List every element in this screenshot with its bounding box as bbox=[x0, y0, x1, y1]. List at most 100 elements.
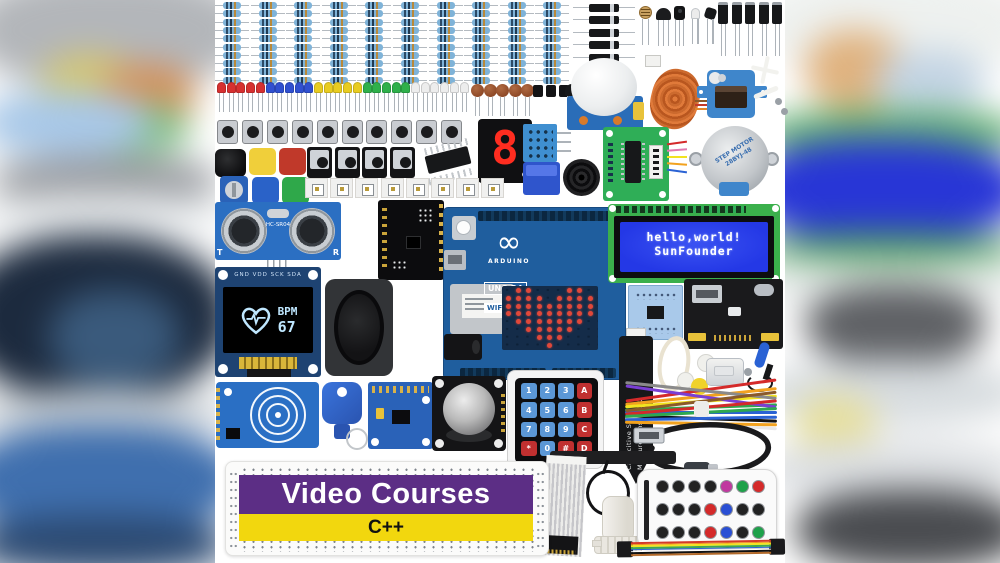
resistor-body bbox=[472, 2, 491, 9]
resistor-body bbox=[294, 35, 313, 43]
matrix-dot bbox=[536, 334, 542, 340]
remote-button bbox=[720, 480, 733, 493]
resistor-body bbox=[223, 10, 241, 18]
resistor-body bbox=[507, 26, 526, 34]
led-legs bbox=[236, 93, 246, 112]
resistor-body bbox=[401, 18, 419, 26]
led-legs bbox=[323, 93, 333, 112]
diode-body bbox=[589, 28, 619, 37]
button-cap bbox=[246, 126, 259, 138]
keypad-key: 9 bbox=[558, 421, 574, 438]
led-legs bbox=[255, 93, 265, 112]
oled-display: GND VDD SCK SDA BPM 67 bbox=[215, 267, 321, 377]
resistor-body bbox=[294, 60, 313, 68]
led-legs bbox=[226, 93, 236, 112]
led-strip-segment bbox=[305, 178, 328, 198]
led-dome bbox=[246, 82, 256, 93]
tactile-button bbox=[241, 120, 263, 144]
resistor bbox=[393, 60, 427, 68]
resistor bbox=[428, 18, 463, 27]
keypad-key: 8 bbox=[539, 421, 555, 438]
capacitor-body bbox=[745, 2, 756, 24]
remote-button bbox=[736, 526, 749, 539]
led-dome bbox=[226, 82, 236, 93]
resistor bbox=[428, 76, 463, 85]
resistor bbox=[215, 2, 249, 10]
resistor-body bbox=[365, 76, 384, 84]
disc-head bbox=[483, 84, 497, 97]
resistor-body bbox=[294, 43, 313, 51]
remote-button bbox=[656, 503, 669, 516]
matrix-dot bbox=[587, 295, 593, 301]
blur-blob bbox=[785, 140, 1000, 240]
led-legs bbox=[401, 93, 411, 112]
resistor-body bbox=[436, 10, 455, 18]
led-legs bbox=[304, 93, 314, 112]
resistor-body bbox=[365, 68, 384, 76]
ultrasonic-t-label: T bbox=[217, 248, 223, 257]
button-cap bbox=[421, 126, 434, 138]
disc-head bbox=[521, 84, 535, 97]
remote-button bbox=[704, 503, 717, 516]
push-button-row bbox=[307, 147, 419, 181]
oled-connector bbox=[239, 357, 297, 369]
resistor-body bbox=[507, 43, 526, 51]
resistor bbox=[357, 2, 392, 10]
led bbox=[420, 82, 430, 113]
resistor-body bbox=[401, 2, 419, 9]
matrix-dot bbox=[577, 311, 583, 317]
led bbox=[275, 82, 285, 113]
resistor bbox=[215, 18, 249, 27]
led-dome bbox=[284, 82, 294, 93]
resistor bbox=[464, 35, 499, 43]
led-strip-segment bbox=[330, 178, 354, 198]
keypad-key: * bbox=[521, 440, 537, 457]
disc-legs bbox=[498, 97, 508, 116]
cpp-banner: C++ bbox=[239, 514, 533, 541]
matrix-dot bbox=[526, 288, 532, 293]
rfid-module bbox=[216, 382, 319, 448]
capacitor-body bbox=[772, 2, 783, 24]
led-dome bbox=[333, 82, 343, 93]
button-cap-red bbox=[279, 148, 306, 175]
ir-receiver bbox=[674, 6, 687, 48]
capacitor-legs bbox=[719, 24, 728, 56]
resistor-body bbox=[472, 35, 491, 43]
resistor bbox=[286, 2, 321, 10]
resistor-body bbox=[365, 43, 384, 51]
matrix-dot bbox=[557, 295, 562, 301]
led-dome bbox=[362, 82, 372, 93]
led-strip-segment bbox=[405, 178, 429, 198]
keypad-key: 3 bbox=[558, 383, 574, 399]
resistor bbox=[250, 60, 285, 68]
resistor bbox=[535, 68, 570, 76]
blur-blob bbox=[785, 232, 1000, 262]
usb-cable-shape bbox=[633, 421, 772, 476]
matrix-dot bbox=[577, 288, 583, 293]
button-cap-green bbox=[282, 177, 309, 204]
resistor bbox=[321, 26, 356, 35]
resistor bbox=[250, 18, 285, 27]
diode bbox=[573, 16, 635, 26]
resistor bbox=[357, 68, 392, 76]
remote-button bbox=[752, 503, 765, 516]
disc-capacitor bbox=[521, 84, 535, 116]
resistor bbox=[499, 35, 534, 43]
button-dot bbox=[399, 157, 411, 168]
led bbox=[343, 82, 353, 113]
transistor bbox=[656, 8, 672, 48]
resistor bbox=[321, 43, 356, 52]
joystick-module bbox=[432, 376, 506, 451]
resistor-body bbox=[258, 43, 277, 51]
resistor bbox=[499, 51, 534, 60]
blur-blob bbox=[0, 195, 215, 235]
matrix-dot bbox=[546, 342, 552, 348]
diode-body bbox=[589, 53, 619, 62]
blur-blob bbox=[50, 290, 180, 385]
matrix-dot bbox=[526, 295, 532, 301]
matrix-dot bbox=[546, 327, 552, 332]
amplifier-module bbox=[628, 285, 683, 340]
phototransistor bbox=[703, 6, 718, 46]
pin-header bbox=[460, 368, 546, 378]
led-dome bbox=[323, 82, 333, 93]
